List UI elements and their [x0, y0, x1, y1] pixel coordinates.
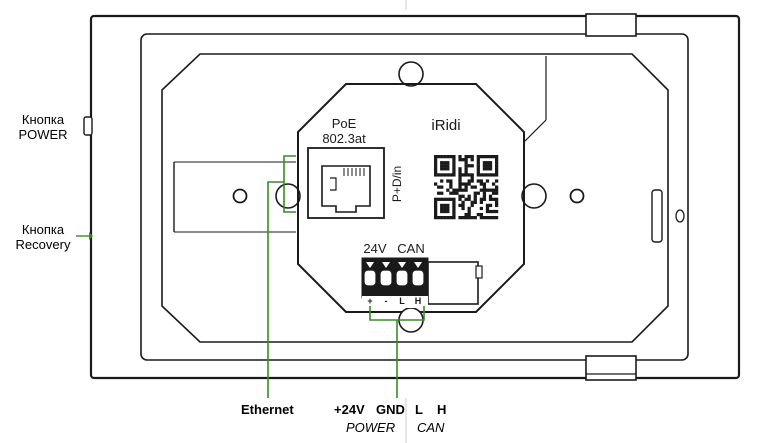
l-label: L [415, 402, 423, 417]
can-group-label: CAN [417, 420, 445, 435]
terminal-screw-2 [379, 269, 393, 287]
qr-code [434, 155, 499, 220]
pin-label-3: L [399, 296, 405, 306]
power-button-label: Кнопка POWER [8, 112, 78, 142]
power-button-label-line1: Кнопка [21, 112, 65, 127]
ethernet-leader [267, 155, 296, 398]
screw-hole-right [569, 188, 585, 204]
side-hole [675, 209, 685, 223]
pin-label-4: H [415, 296, 422, 306]
terminal-arrow-3 [398, 262, 406, 268]
bottom-clip [585, 355, 637, 381]
poe-standard-label: 802.3at [322, 131, 366, 146]
can-socket [427, 261, 479, 305]
poe-label: PoE [332, 116, 357, 131]
plus24v-label: +24V [334, 402, 365, 417]
power-button[interactable] [83, 116, 93, 136]
terminal-arrow-2 [382, 262, 390, 268]
inner-frame [140, 33, 689, 361]
brand-logo: iRidi [431, 117, 460, 134]
can-device-label: CAN [397, 241, 424, 256]
top-clip [585, 13, 637, 37]
rj45-pins [343, 168, 365, 176]
recovery-leader [76, 232, 93, 240]
screw-hole-left [232, 188, 248, 204]
side-slot [651, 189, 663, 243]
terminal-screw-1 [363, 269, 377, 287]
rj45-socket [321, 165, 371, 213]
terminal-leader [369, 306, 425, 398]
recovery-button-label-line2: Recovery [15, 237, 71, 252]
h-label: H [437, 402, 447, 417]
gnd-label: GND [376, 402, 405, 417]
power-button-label-line2: POWER [18, 127, 68, 142]
terminal-arrow-1 [366, 262, 374, 268]
port-label: P+D/in [390, 166, 404, 202]
terminal-screw-3 [395, 269, 409, 287]
recovery-button-label: Кнопка Recovery [6, 222, 80, 252]
module-notch-left [275, 183, 301, 209]
terminal-screw-4 [411, 269, 425, 287]
module-notch-top [398, 61, 424, 87]
recovery-button-label-line1: Кнопка [21, 222, 65, 237]
pin-label-2: - [385, 296, 388, 306]
terminal-arrow-4 [414, 262, 422, 268]
module-notch-right [521, 183, 547, 209]
ethernet-label: Ethernet [241, 402, 294, 417]
pin-label-strip [362, 296, 428, 308]
pin-label-1: + [367, 296, 372, 306]
v24-label: 24V [363, 241, 386, 256]
power-group-label: POWER [346, 420, 396, 435]
terminal-screws [363, 262, 425, 287]
